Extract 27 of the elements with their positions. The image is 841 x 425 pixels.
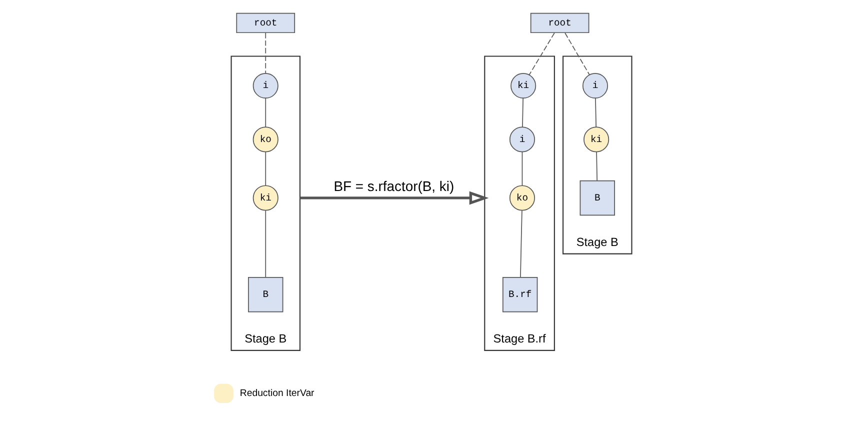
node-circle: i: [252, 72, 278, 98]
node-circle: i: [509, 126, 535, 152]
connector: [596, 151, 598, 181]
node-circle: ko: [509, 184, 535, 210]
node-box: root: [530, 12, 590, 33]
connector: [265, 97, 266, 127]
node-circle: ko: [252, 126, 278, 152]
legend-label: Reduction IterVar: [240, 387, 314, 398]
node-box: root: [236, 12, 296, 33]
connector: [528, 32, 555, 75]
connector: [522, 151, 523, 186]
node-circle: ki: [584, 126, 610, 152]
connector: [265, 210, 266, 278]
node-circle: i: [582, 72, 608, 98]
connector: [520, 210, 522, 278]
node-box: B.rf: [502, 276, 538, 312]
node-box: B: [248, 276, 284, 312]
edge-label: BF = s.rfactor(B, ki): [334, 177, 454, 194]
node-circle: ki: [252, 184, 278, 210]
arrow: [300, 190, 489, 204]
connector: [265, 151, 266, 186]
connector: [595, 97, 596, 127]
node-circle: ki: [510, 72, 536, 98]
connector: [265, 32, 266, 74]
connector: [522, 97, 524, 127]
node-box: B: [580, 180, 615, 216]
connector: [564, 32, 590, 74]
